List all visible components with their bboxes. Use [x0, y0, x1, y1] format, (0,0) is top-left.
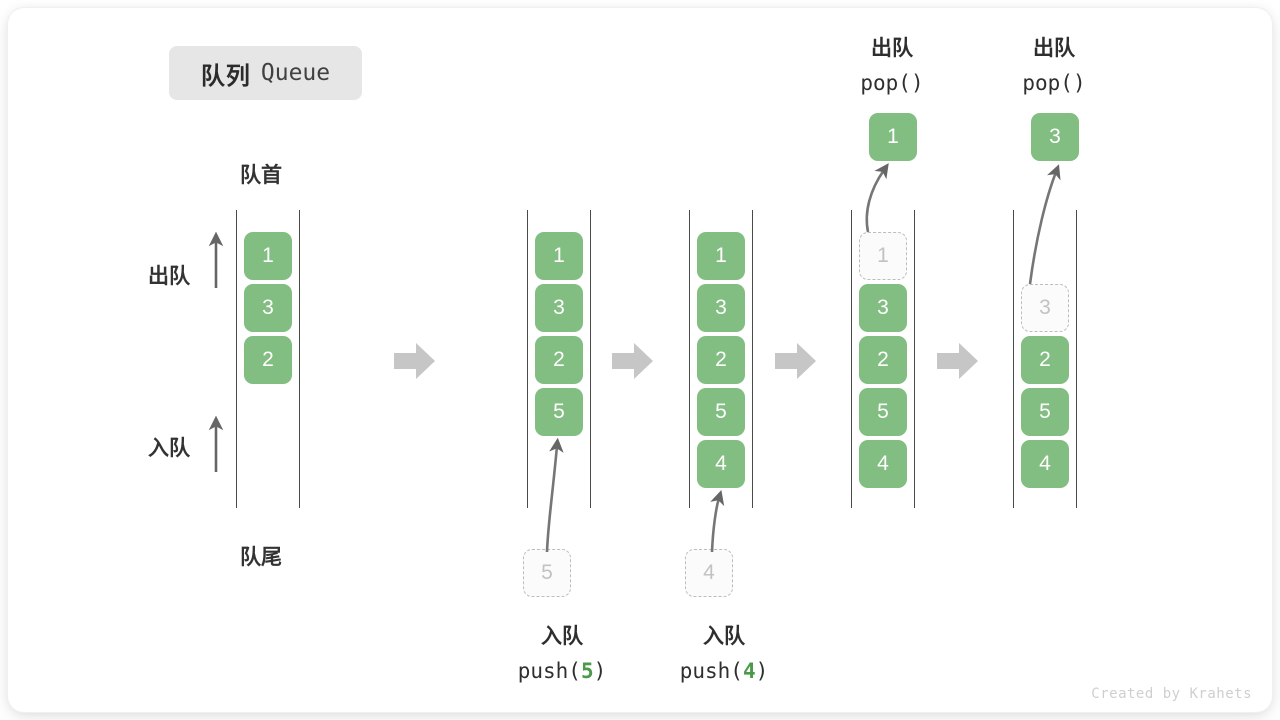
- flow-arrow-3: [775, 341, 817, 381]
- queue-tail-label: 队尾: [240, 546, 282, 569]
- pop-caption-2-code: pop(): [1022, 71, 1086, 96]
- stage-pop-1-cell-3: 5: [859, 388, 907, 436]
- pop-caption-2: 出队 pop(): [994, 32, 1114, 100]
- push-caption-1-code: push(5): [517, 659, 607, 684]
- credit-text: Created by Krahets: [1091, 686, 1252, 702]
- stage-pop-1-cell-1: 3: [859, 284, 907, 332]
- stage-pop-3-cell-3: 5: [1021, 388, 1069, 436]
- stage-push-4-cell-3: 5: [697, 388, 745, 436]
- stage-initial-cell-1: 3: [244, 284, 292, 332]
- flow-arrow-1: [394, 341, 436, 381]
- stage-pop-1-cell-4: 4: [859, 440, 907, 488]
- stage-push-5-cell-1: 3: [535, 284, 583, 332]
- flow-arrow-4: [937, 341, 979, 381]
- diagram-title-pill: 队列 Queue: [169, 46, 362, 100]
- stage-push-5-rail-left: [527, 210, 528, 508]
- stage-pop-1-cell-0: 1: [859, 232, 907, 280]
- stage-push-4-cell-2: 2: [697, 336, 745, 384]
- stage-pop-1-outgoing-cell: 1: [869, 113, 917, 161]
- stage-pop-1-rail-right: [914, 210, 915, 508]
- stage-push-4-cell-4: 4: [697, 440, 745, 488]
- stage-push-5-cell-2: 2: [535, 336, 583, 384]
- title-en: Queue: [260, 60, 331, 86]
- pop-caption-2-cn: 出队: [1033, 37, 1075, 60]
- stage-pop-3-cell-2: 2: [1021, 336, 1069, 384]
- push-caption-2-code: push(4): [679, 659, 769, 684]
- stage-push-4-incoming-cell: 4: [685, 549, 733, 597]
- stage-initial-cell-0: 1: [244, 232, 292, 280]
- stage-push-5-incoming-cell: 5: [523, 549, 571, 597]
- stage-push-5-cell-0: 1: [535, 232, 583, 280]
- stage-push-5-cell-3: 5: [535, 388, 583, 436]
- push-caption-2: 入队 push(4): [662, 620, 786, 688]
- stage-pop-3-cell-1: 3: [1021, 284, 1069, 332]
- stage-pop-3-rail-left: [1013, 210, 1014, 508]
- stage-push-4-rail-left: [689, 210, 690, 508]
- stage-initial-rail-left: [236, 210, 237, 508]
- push-caption-1: 入队 push(5): [500, 620, 624, 688]
- stage-push-4-cell-0: 1: [697, 232, 745, 280]
- push-caption-2-cn: 入队: [703, 625, 745, 648]
- stage-push-4-rail-right: [752, 210, 753, 508]
- stage-push-4-cell-1: 3: [697, 284, 745, 332]
- stage-pop-3-outgoing-cell: 3: [1031, 113, 1079, 161]
- push-caption-1-cn: 入队: [541, 625, 583, 648]
- stage-initial-rail-right: [299, 210, 300, 508]
- stage-initial-cell-2: 2: [244, 336, 292, 384]
- title-cn: 队列: [200, 62, 251, 90]
- stage-pop-1-rail-left: [851, 210, 852, 508]
- pop-caption-1-cn: 出队: [871, 37, 913, 60]
- enqueue-direction-label: 入队: [148, 437, 190, 460]
- dequeue-direction-label: 出队: [148, 265, 190, 288]
- stage-pop-3-cell-4: 4: [1021, 440, 1069, 488]
- flow-arrow-2: [612, 341, 654, 381]
- stage-push-5-rail-right: [590, 210, 591, 508]
- pop-caption-1: 出队 pop(): [832, 32, 952, 100]
- stage-pop-3-rail-right: [1076, 210, 1077, 508]
- queue-head-label: 队首: [240, 164, 282, 187]
- stage-pop-1-cell-2: 2: [859, 336, 907, 384]
- pop-caption-1-code: pop(): [860, 71, 924, 96]
